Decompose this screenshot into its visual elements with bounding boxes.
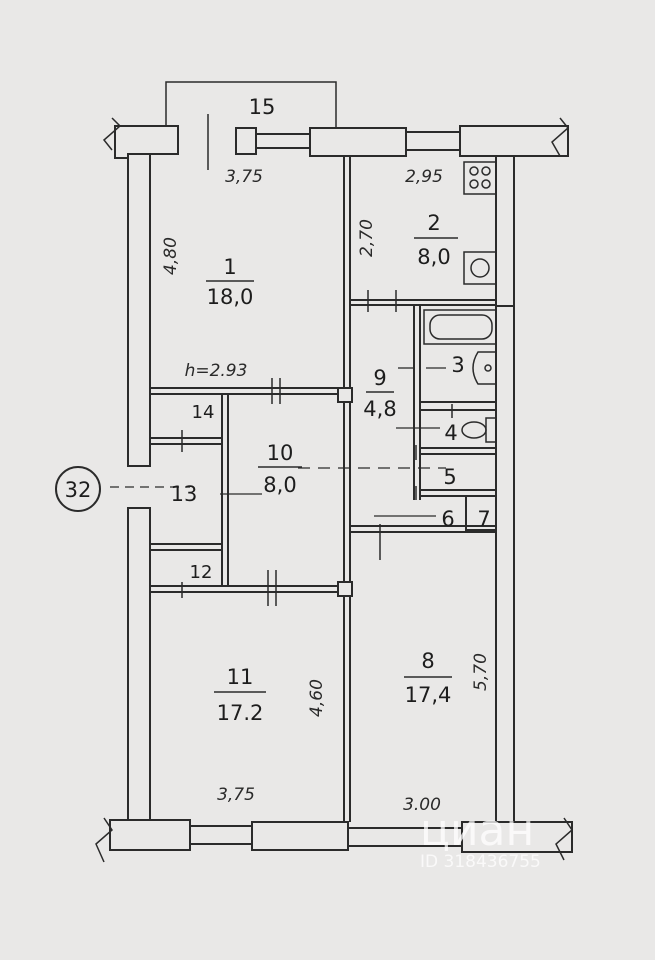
room-2-area: 8,0 [417, 245, 450, 269]
room-8-length-dimension: 5,70 [471, 653, 491, 691]
room-2-number: 2 [427, 211, 440, 235]
room-15-number: 15 [249, 95, 276, 119]
break-marks [95, 117, 573, 863]
room-13-number: 13 [171, 482, 198, 506]
room-9-area: 4,8 [363, 397, 396, 421]
room-7-number: 7 [477, 507, 490, 531]
room-11-width-dimension: 3,75 [217, 785, 255, 805]
room-12-number: 12 [190, 562, 213, 583]
room-5-number: 5 [443, 465, 456, 489]
room-1-area: 18,0 [207, 285, 254, 309]
room-1-width-dimension: 3,75 [225, 167, 263, 187]
room-8-label: 8 17,4 [404, 649, 452, 707]
room-6-number: 6 [441, 507, 454, 531]
room-11-number: 11 [227, 665, 254, 689]
room-2-length-dimension: 2,70 [357, 219, 377, 257]
room-8-area: 17,4 [405, 683, 452, 707]
watermark-id: ID 318436755 [420, 852, 541, 872]
room-9-number: 9 [373, 366, 386, 390]
room-10-number: 10 [267, 441, 294, 465]
room-11-area: 17.2 [217, 701, 264, 725]
kitchen-sink-icon [463, 251, 497, 285]
axis-marker: 32 [55, 466, 101, 512]
door-marks [181, 114, 453, 606]
room-1-length-dimension: 4,80 [161, 237, 181, 275]
room-14-number: 14 [192, 402, 215, 423]
room-4-number: 4 [444, 421, 457, 445]
toilet-icon [461, 417, 497, 443]
room-2-width-dimension: 2,95 [405, 167, 443, 187]
room-1-number: 1 [223, 255, 236, 279]
balcony-outline [165, 81, 337, 128]
columns [337, 387, 353, 597]
room-11-label: 11 17.2 [214, 665, 266, 725]
room-8-width-dimension: 3.00 [403, 795, 441, 815]
washbasin-icon [472, 351, 497, 385]
leader-lines [110, 367, 446, 517]
watermark: циан ID 318436755 [420, 805, 541, 872]
room-11-length-dimension: 4,60 [307, 679, 327, 717]
stove-icon [463, 161, 497, 195]
ceiling-height: h=2.93 [185, 361, 248, 381]
room-2-label: 2 8,0 [414, 211, 458, 269]
axis-marker-label: 32 [65, 478, 92, 502]
room-10-area: 8,0 [263, 473, 296, 497]
watermark-brand: циан [420, 805, 534, 856]
room-10-label: 10 8,0 [258, 441, 302, 497]
outer-walls [109, 125, 573, 853]
room-8-number: 8 [421, 649, 434, 673]
room-3-number: 3 [451, 353, 464, 377]
room-1-label: 1 18,0 [206, 255, 254, 309]
room-9-label: 9 4,8 [363, 366, 396, 421]
bathtub-icon [423, 309, 497, 345]
